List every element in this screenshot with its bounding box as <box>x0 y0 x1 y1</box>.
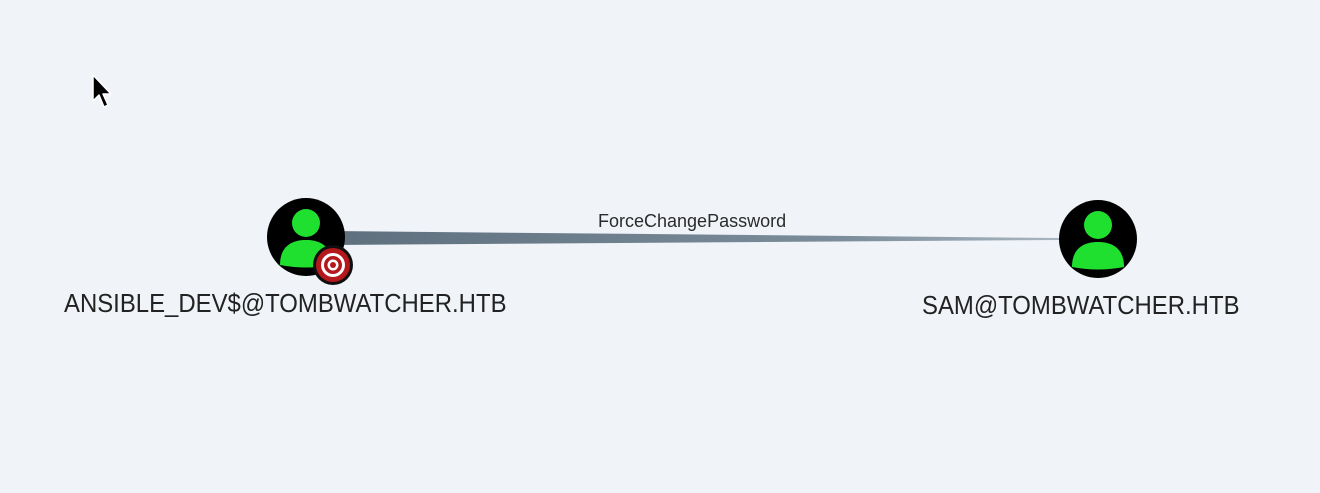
edge-label: ForceChangePassword <box>598 211 787 231</box>
mouse-pointer-icon <box>92 74 112 108</box>
target-node-label: SAM@TOMBWATCHER.HTB <box>922 290 1240 320</box>
user-icon <box>1072 211 1124 270</box>
source-node-label: ANSIBLE_DEV$@TOMBWATCHER.HTB <box>64 288 507 318</box>
target-icon <box>313 245 353 285</box>
target-node[interactable] <box>1059 200 1137 278</box>
edge-forcechangepassword[interactable] <box>330 231 1060 245</box>
source-node[interactable] <box>267 198 353 285</box>
